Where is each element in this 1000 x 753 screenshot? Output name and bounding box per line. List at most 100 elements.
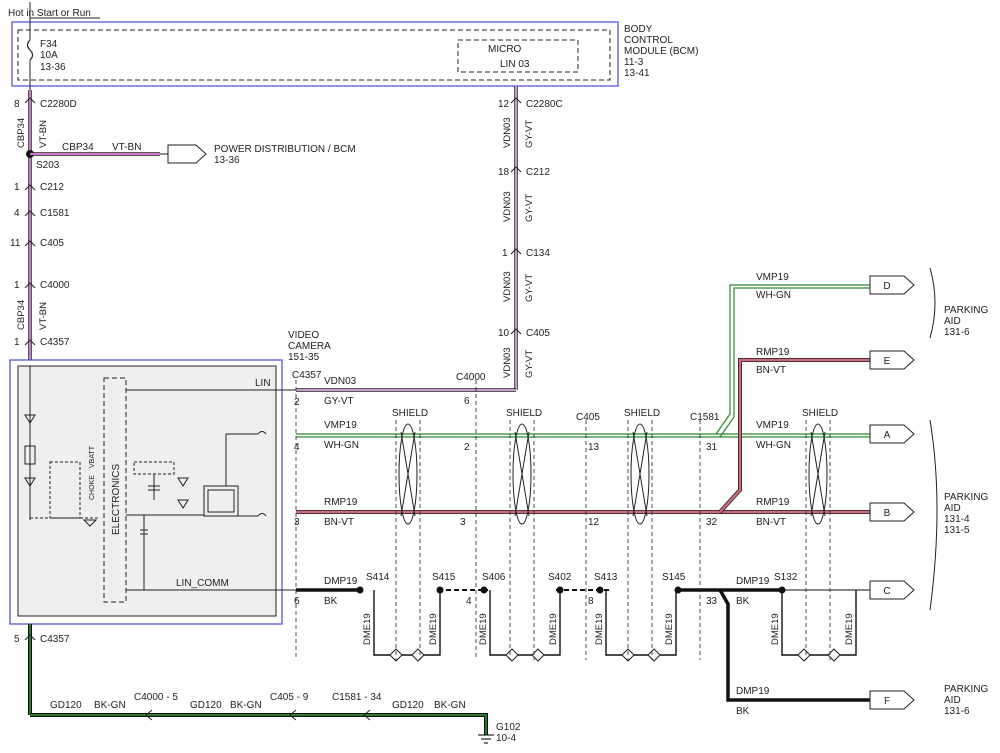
terminal-label-a: A <box>884 430 891 441</box>
parking-aid-2-ref1: 131-4 <box>944 514 970 525</box>
shield-4: SHIELD <box>802 408 838 660</box>
svg-text:11: 11 <box>10 238 21 249</box>
wire-rmp19: RMP19 <box>324 497 358 508</box>
transformer-icon <box>203 485 239 517</box>
left-connector-c4357: 1 C4357 <box>14 337 70 348</box>
bcm-title-1: BODY <box>624 24 653 35</box>
dme19-label-3a: DME19 <box>594 613 605 645</box>
shield-3: SHIELD <box>624 408 660 660</box>
wire-circuit-cbp34-lower: CBP34 <box>16 300 27 330</box>
svg-text:18: 18 <box>498 167 510 178</box>
wire-vmp19-top: VMP19 <box>756 272 789 283</box>
terminal-f <box>869 690 915 710</box>
coil-icon <box>24 445 36 465</box>
bcm-box <box>11 21 619 87</box>
terminal-label-e: E <box>884 356 891 367</box>
terminal-label-f: F <box>884 696 890 707</box>
wire-rmp19-r: RMP19 <box>756 497 790 508</box>
left-connector-c4000: 1 C4000 <box>14 280 70 291</box>
bcm-title-3: MODULE (BCM) <box>624 46 698 57</box>
vdn03-label-d: VDN03 <box>502 347 513 378</box>
connector-c134: 1 C134 <box>502 248 550 259</box>
splice-dot-s406 <box>480 586 488 594</box>
shield-label-3: SHIELD <box>624 408 660 419</box>
parking-aid-1-line2: AID <box>944 316 961 327</box>
splice-dot-s402 <box>556 586 564 594</box>
dme19-label-2a: DME19 <box>478 613 489 645</box>
c405-pin-13: 13 <box>588 442 600 453</box>
gy-vt-label-b: GY-VT <box>524 194 535 222</box>
g102-label: G102 <box>496 722 521 733</box>
dme19-label-4b: DME19 <box>844 613 855 645</box>
shield-1: SHIELD <box>392 408 428 660</box>
svg-text:C134: C134 <box>526 248 550 259</box>
terminal-label-c: C <box>883 586 890 597</box>
ground-pin: 5 <box>14 634 20 645</box>
splice-label-s406: S406 <box>482 572 506 583</box>
gy-vt-label-a: GY-VT <box>524 120 535 148</box>
parking-aid-3-ref: 131-6 <box>944 706 970 717</box>
vdn03-label-c: VDN03 <box>502 271 513 302</box>
gy-vt-label-d: GY-VT <box>524 350 535 378</box>
terminal-e <box>869 350 915 370</box>
pin-4: 4 <box>294 442 300 453</box>
splice-label-s402: S402 <box>548 572 572 583</box>
pin-6: 6 <box>294 596 300 607</box>
wire-dmp19-r: DMP19 <box>736 576 770 587</box>
c1581-pin-32: 32 <box>706 517 718 528</box>
c1581-pin-33: 33 <box>706 596 718 607</box>
gd120-c: GD120 <box>392 700 424 711</box>
wire-circuit-cbp34: CBP34 <box>16 118 27 148</box>
splice-dot-s145 <box>674 586 682 594</box>
svg-text:4: 4 <box>14 208 20 219</box>
drain-wire-2 <box>489 590 561 656</box>
drain-terminal-3-2 <box>647 648 661 662</box>
bcm-title-2: CONTROL <box>624 35 673 46</box>
wire-color-vt-bn: VT-BN <box>38 120 49 148</box>
parking-aid-3-line1: PARKING <box>944 684 988 695</box>
pin-2: 2 <box>294 397 300 408</box>
vdn03-label-a: VDN03 <box>502 117 513 148</box>
splice-label-s415: S415 <box>432 572 456 583</box>
svg-text:1: 1 <box>502 248 508 259</box>
parking-aid-2-line1: PARKING <box>944 492 988 503</box>
c4000-pin-3: 3 <box>460 517 466 528</box>
wire-gy-vt-h: GY-VT <box>324 396 354 407</box>
left-connector-c405: 11 C405 <box>10 238 64 249</box>
bk-gn-b: BK-GN <box>230 700 262 711</box>
drain-terminal-4-1 <box>797 648 811 662</box>
wire-bk: BK <box>324 596 338 607</box>
dme19-label-1a: DME19 <box>362 613 373 645</box>
terminal-d <box>869 275 915 295</box>
shield-label-4: SHIELD <box>802 408 838 419</box>
drain-terminal-4-2 <box>827 648 841 662</box>
drain-terminal-1-2 <box>411 648 425 662</box>
branch-color: VT-BN <box>112 142 141 153</box>
power-dist-terminal <box>167 144 207 164</box>
wire-vdn03-h: VDN03 <box>324 376 357 387</box>
left-connector-c1581: 4 C1581 <box>14 208 70 219</box>
bcm-inner <box>17 29 611 81</box>
splice-dot-s414 <box>356 586 364 594</box>
svg-text:C212: C212 <box>40 182 64 193</box>
bk-gn-a: BK-GN <box>94 700 126 711</box>
splice-dot-s415 <box>436 586 444 594</box>
electronics-block <box>103 377 127 603</box>
svg-text:C405: C405 <box>526 328 550 339</box>
connector-c2280c: 12 C2280C <box>498 97 563 110</box>
svg-text:C4000: C4000 <box>40 280 70 291</box>
camera-lin: LIN <box>255 378 271 389</box>
left-connector-c212: 1 C212 <box>14 182 64 193</box>
dme19-label-1b: DME19 <box>428 613 439 645</box>
wire-bn-vt-top: BN-VT <box>756 365 786 376</box>
svg-text:C4357: C4357 <box>40 337 70 348</box>
svg-text:12: 12 <box>498 99 510 110</box>
svg-text:C405: C405 <box>40 238 64 249</box>
electronics-label: ELECTRONICS <box>111 464 122 535</box>
shield-2: SHIELD <box>506 408 542 660</box>
shields: SHIELD SHIELD SHIELD SHIELD <box>392 408 838 660</box>
wire-vmp19-r: VMP19 <box>756 420 789 431</box>
conn-c1581: C1581 <box>690 412 720 423</box>
